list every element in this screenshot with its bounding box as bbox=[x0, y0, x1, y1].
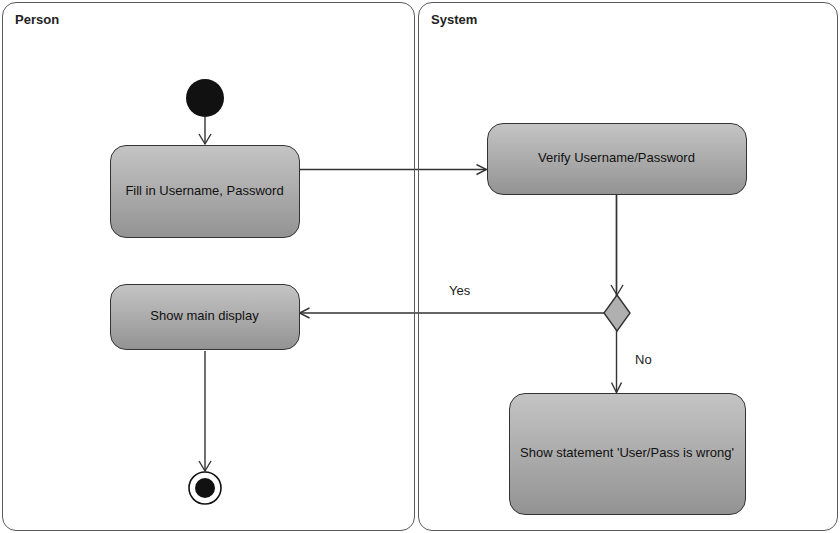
lane-title: Person bbox=[15, 12, 59, 27]
control-flow bbox=[300, 195, 617, 314]
action-text: Show statement 'User/Pass is wrong' bbox=[520, 445, 734, 461]
final-node-dot bbox=[195, 478, 215, 498]
guard-label: Yes bbox=[447, 283, 472, 298]
control-flow bbox=[300, 169, 487, 170]
action-box: Show main display bbox=[110, 284, 300, 350]
final-node-ring bbox=[189, 472, 221, 504]
guard-label: No bbox=[633, 352, 654, 367]
action-box: Show statement 'User/Pass is wrong' bbox=[509, 393, 746, 515]
action-box: Fill in Username, Password bbox=[110, 145, 300, 238]
initial-node bbox=[186, 79, 224, 117]
action-box: Verify Username/Password bbox=[487, 123, 747, 195]
start-arrowhead bbox=[199, 134, 211, 144]
end-line bbox=[204, 351, 205, 471]
swimlane: SystemVerify Username/PasswordShow state… bbox=[418, 2, 838, 531]
end-arrowhead bbox=[199, 461, 211, 471]
start-line bbox=[204, 117, 205, 144]
lane-title: System bbox=[431, 12, 477, 27]
action-text: Show main display bbox=[150, 308, 258, 324]
action-text: Fill in Username, Password bbox=[125, 183, 283, 199]
swimlane: PersonFill in Username, PasswordShow mai… bbox=[2, 2, 415, 531]
diamond-arrowhead bbox=[611, 285, 623, 295]
action-text: Verify Username/Password bbox=[538, 150, 695, 166]
decision-diamond bbox=[604, 295, 630, 331]
